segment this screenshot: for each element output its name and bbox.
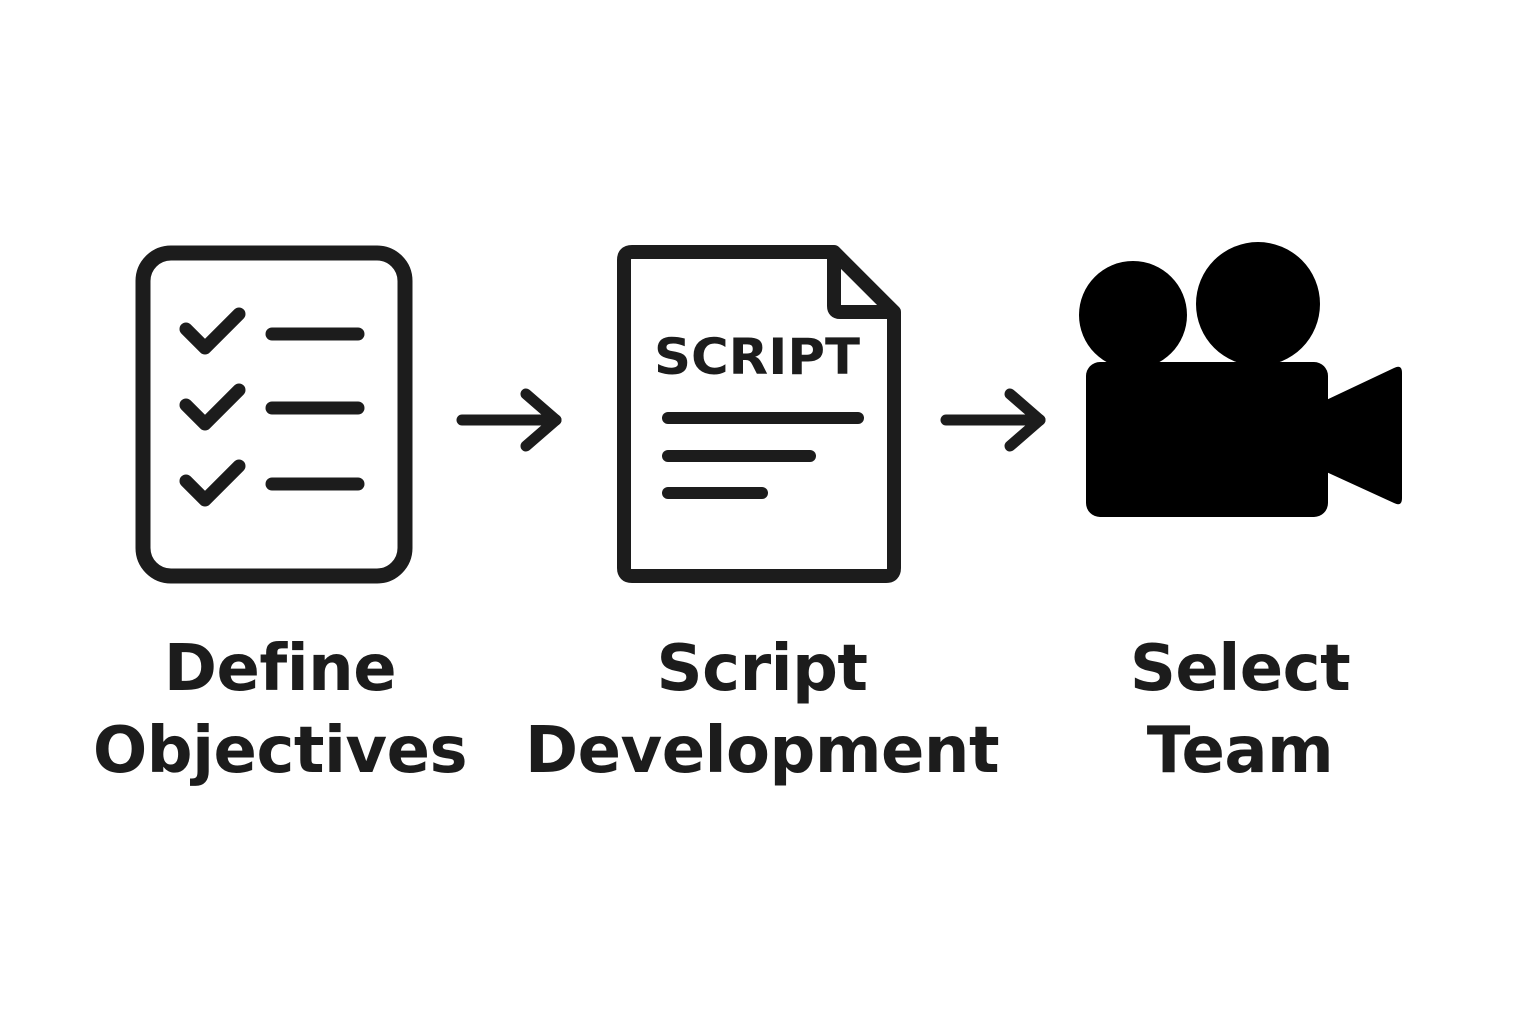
- step-label-line: Define: [163, 632, 397, 706]
- video-camera-icon: [1079, 242, 1402, 517]
- document-title-text: SCRIPT: [654, 328, 860, 386]
- step-label-script-development: Script Development: [522, 628, 1002, 792]
- checklist-icon: [135, 245, 413, 584]
- step-label-select-team: Select Team: [1060, 628, 1420, 792]
- step-label-line: Script: [656, 632, 868, 706]
- arrow-right-icon: [940, 388, 1046, 452]
- step-label-line: Team: [1146, 714, 1334, 788]
- step-label-line: Development: [524, 714, 1000, 788]
- step-label-line: Objectives: [92, 714, 468, 788]
- arrow-right-icon: [456, 388, 562, 452]
- script-document-icon: SCRIPT: [617, 245, 901, 583]
- step-label-define-objectives: Define Objectives: [80, 628, 480, 792]
- step-label-line: Select: [1129, 632, 1351, 706]
